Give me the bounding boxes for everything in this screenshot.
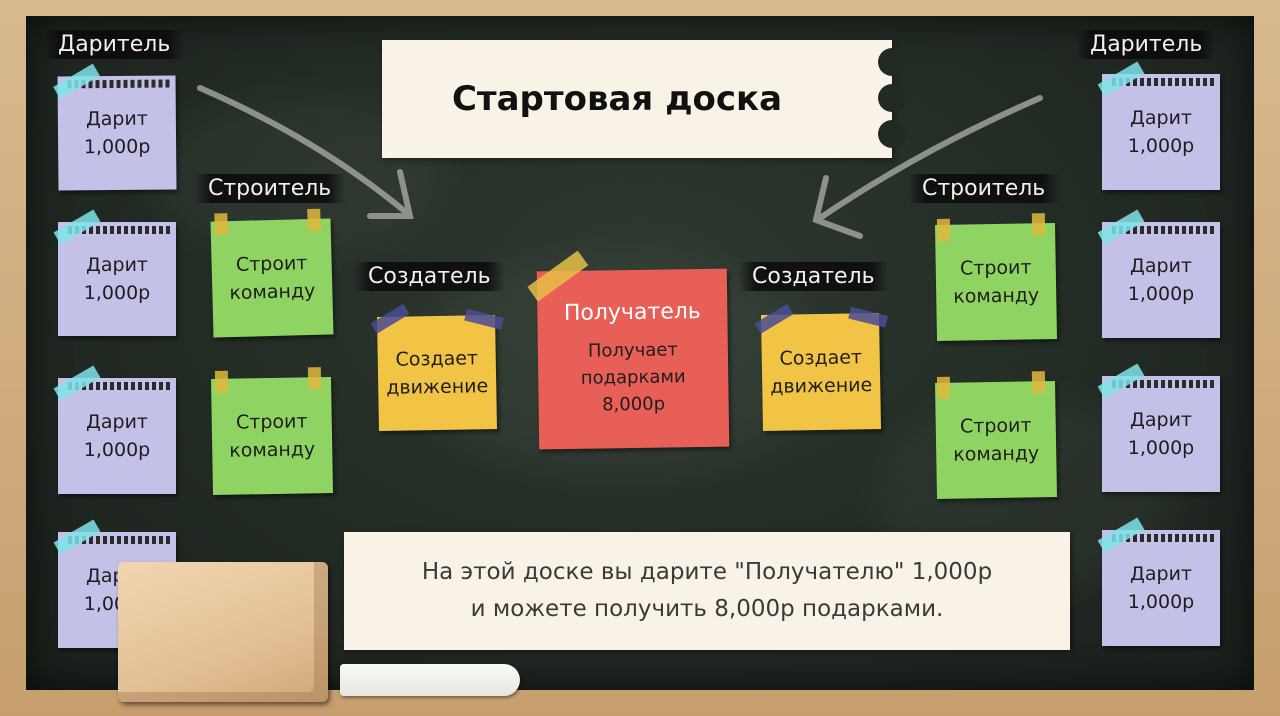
donor-note: Дарит 1,000р	[53, 63, 177, 191]
builder-note: Строит команду	[210, 367, 334, 496]
donor-note: Дарит 1,000р	[53, 365, 176, 494]
receiver-title: Получатель	[563, 299, 701, 326]
label-donor-left: Даритель	[44, 30, 185, 59]
builder-note: Строит команду	[934, 371, 1058, 500]
chalk-stick	[340, 664, 520, 696]
title-card: Стартовая доска	[382, 40, 906, 158]
label-donor-right: Даритель	[1076, 30, 1217, 59]
creator-note: Создает движение	[370, 303, 504, 432]
builder-note: Строит команду	[210, 208, 334, 338]
donor-note: Дарит 1,000р	[1097, 517, 1220, 646]
donor-note: Дарит 1,000р	[1097, 209, 1220, 338]
info-line-2: и можете получить 8,000р подарками.	[470, 596, 944, 622]
builder-note: Строит команду	[934, 213, 1058, 342]
info-line-1: На этой доске вы дарите "Получателю" 1,0…	[421, 559, 993, 586]
donor-note: Дарит 1,000р	[1097, 363, 1220, 492]
page-title: Стартовая доска	[451, 79, 783, 119]
creator-note: Создает движение	[754, 303, 888, 432]
info-card: На этой доске вы дарите "Получателю" 1,0…	[344, 532, 1070, 650]
receiver-note: Получатель Получает подарками 8,000р	[527, 250, 730, 450]
eraser-sponge	[118, 562, 328, 702]
donor-note: Дарит 1,000р	[1097, 61, 1220, 190]
label-creator-right: Создатель	[738, 262, 889, 291]
label-creator-left: Создатель	[354, 262, 505, 291]
label-builder-right: Строитель	[908, 174, 1060, 203]
label-builder-left: Строитель	[194, 174, 346, 203]
donor-note: Дарит 1,000р	[53, 209, 176, 336]
